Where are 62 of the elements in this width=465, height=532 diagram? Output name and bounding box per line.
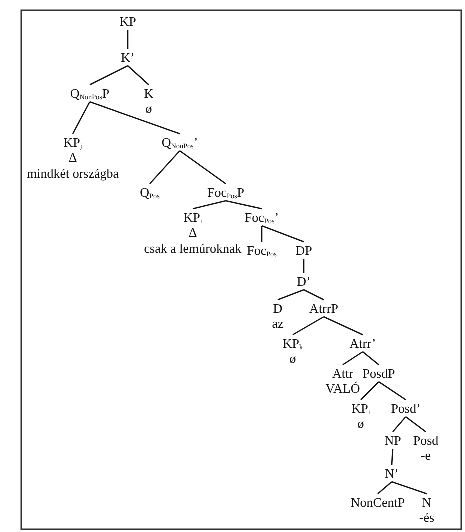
category-label: Foc$_{Pos}$’	[244, 210, 280, 225]
category-label: AtrrP	[310, 301, 338, 316]
terminal-word: Δ	[68, 150, 78, 166]
tree-branch	[391, 448, 394, 466]
category-label: Posd	[413, 433, 439, 448]
tree-branch	[324, 316, 364, 336]
tree-branch	[378, 482, 392, 494]
tree-branch	[392, 481, 428, 495]
tree-branch	[406, 416, 426, 433]
category-label: PosdP	[362, 366, 396, 381]
terminal-word: az	[272, 316, 284, 332]
category-label: Atrr’	[350, 336, 376, 351]
tree-branch	[362, 352, 380, 366]
tree-branch	[90, 65, 128, 86]
terminal-word: ø	[358, 416, 364, 432]
tree-branch	[278, 289, 304, 301]
tree-branch	[262, 225, 304, 243]
category-label: KP$_{j}$	[64, 135, 82, 150]
tree-branch	[226, 200, 262, 210]
tree-branch	[72, 102, 91, 134]
tree-branch	[378, 381, 406, 401]
category-label: N’	[385, 466, 399, 481]
tree-branch	[360, 382, 380, 400]
tree-branch	[304, 289, 324, 301]
terminal-word: ø	[146, 101, 152, 117]
terminal-word: -e	[420, 448, 432, 464]
category-label: KP$_{i}$	[184, 210, 202, 225]
category-label: K’	[121, 50, 135, 65]
category-label: KP$_{i}$	[352, 401, 370, 416]
category-label: Foc$_{Pos}$P	[207, 185, 245, 200]
category-label: KP	[120, 14, 136, 29]
category-label: Q$_{NonPos}$’	[162, 135, 198, 150]
category-label: Q$_{Pos}$	[140, 185, 160, 200]
terminal-word: -és	[419, 510, 435, 526]
category-label: Foc$_{Pos}$	[247, 243, 277, 258]
terminal-word: mindkét országba	[26, 166, 120, 182]
category-label: D’	[297, 274, 311, 289]
tree-branch	[192, 200, 226, 210]
terminal-word: csak a lemúroknak	[144, 241, 242, 257]
category-label: Q$_{NonPos}$P	[70, 86, 110, 101]
category-label: D	[273, 301, 283, 316]
tree-branch	[150, 150, 180, 184]
category-label: NP	[384, 433, 402, 448]
tree-branch	[261, 226, 263, 242]
tree-branch	[392, 416, 406, 432]
category-label: Attr	[332, 366, 354, 381]
tree-branch	[127, 30, 129, 49]
tree-branch	[128, 66, 150, 86]
tree-branch	[180, 150, 226, 185]
category-label: DP	[296, 243, 312, 258]
terminal-word: ø	[290, 351, 296, 367]
category-label: NonCentP	[350, 495, 406, 510]
category-label: K	[144, 86, 154, 101]
category-label: Posd’	[391, 401, 421, 416]
tree-branch	[90, 101, 180, 135]
terminal-word: Δ	[188, 225, 198, 241]
category-label: N	[422, 495, 432, 510]
tree-branch	[342, 351, 364, 366]
tree-branch	[303, 259, 305, 273]
category-label: KP$_{k}$	[282, 336, 304, 351]
tree-branch	[292, 316, 324, 336]
terminal-word: VALÓ	[326, 381, 360, 397]
